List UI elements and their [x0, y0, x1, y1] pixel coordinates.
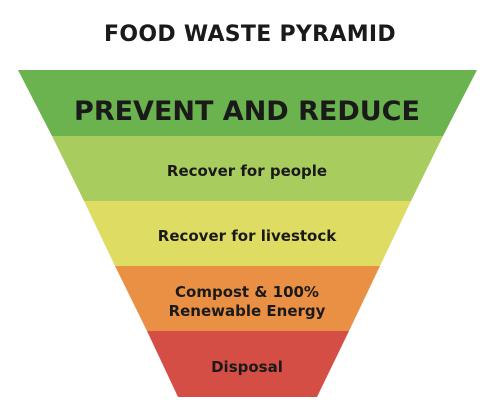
tier-label-compost-line-1: Compost & 100% [175, 283, 319, 301]
tier-label-recover-for-livestock: Recover for livestock [158, 227, 337, 245]
tier-prevent-and-reduce [18, 70, 477, 136]
tier-recover-for-people [52, 136, 443, 201]
tier-disposal [147, 331, 349, 397]
diagram-title: FOOD WASTE PYRAMID [104, 22, 396, 47]
tier-label-recover-for-people: Recover for people [167, 162, 327, 180]
tier-label-compost-line-2: Renewable Energy [169, 302, 326, 320]
tier-label-prevent-and-reduce: PREVENT AND REDUCE [74, 96, 420, 127]
tier-label-disposal: Disposal [211, 358, 283, 376]
tier-recover-for-livestock [84, 201, 411, 266]
tier-compost-renewable-energy [115, 266, 380, 331]
